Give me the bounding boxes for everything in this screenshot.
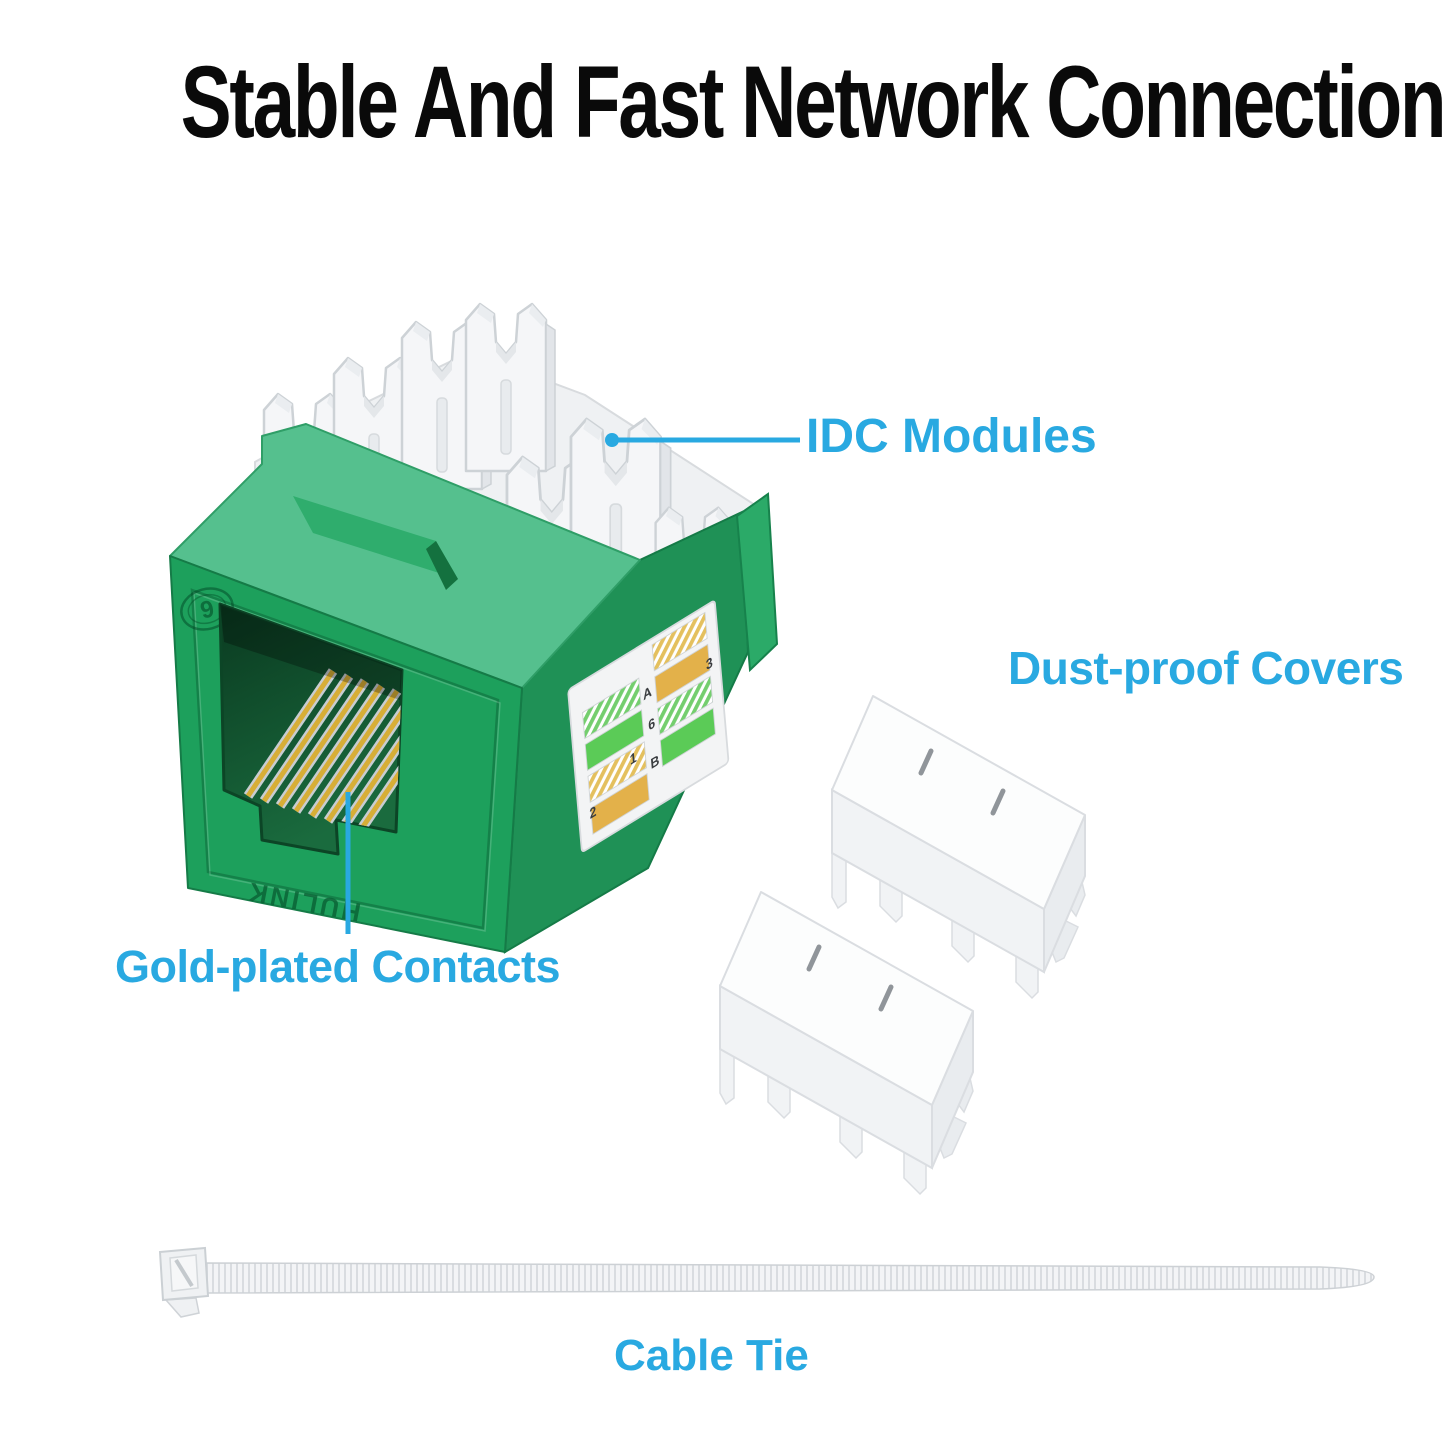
dust-proof-covers (720, 696, 1085, 1194)
rj45-port (218, 602, 404, 856)
dust-proof-covers-label: Dust-proof Covers (1008, 642, 1404, 694)
svg-text:6: 6 (198, 594, 217, 623)
dust-cover-2 (720, 892, 973, 1194)
cable-tie (158, 1246, 1375, 1318)
wiring-mark-1: 1 (629, 748, 637, 768)
cable-tie-label: Cable Tie (614, 1331, 809, 1380)
cat6-rating-mark: 6 (180, 587, 234, 631)
callout-lines (345, 433, 800, 934)
wiring-mark-2: 2 (589, 802, 597, 822)
latch-wedge (293, 496, 458, 590)
wiring-mark-a: A (642, 682, 652, 703)
idc-modules-label: IDC Modules (806, 410, 1097, 463)
page-title: Stable And Fast Network Connection (180, 45, 1445, 159)
rear-flange (735, 492, 779, 673)
gold-plated-contacts-label: Gold-plated Contacts (115, 941, 561, 992)
keystone-jack: A 6 B 1 2 3 6 (169, 302, 779, 954)
gold-contacts (220, 604, 402, 834)
wiring-mark-6: 6 (648, 714, 656, 734)
wiring-label: A 6 B 1 2 3 (567, 600, 730, 852)
wiring-mark-3: 3 (705, 653, 713, 673)
wiring-mark-b: B (650, 751, 660, 772)
